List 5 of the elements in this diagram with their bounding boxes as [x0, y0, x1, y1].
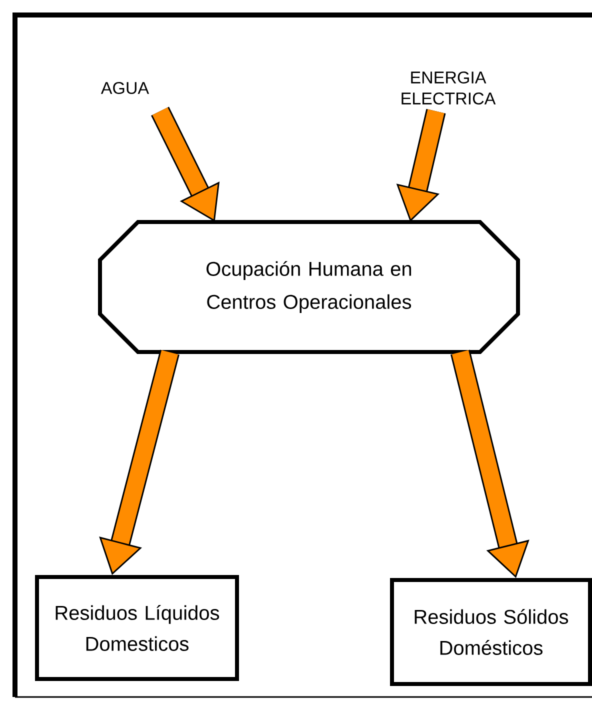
output-box: Residuos Sólidos Domésticos: [390, 578, 592, 686]
source-label: ENERGIA ELECTRICA: [402, 71, 496, 105]
source-label: AGUA: [100, 82, 150, 94]
output-box: Residuos Líquidos Domesticos: [35, 575, 239, 681]
process-octagon: Ocupación Humana en Centros Operacionales: [98, 220, 520, 354]
